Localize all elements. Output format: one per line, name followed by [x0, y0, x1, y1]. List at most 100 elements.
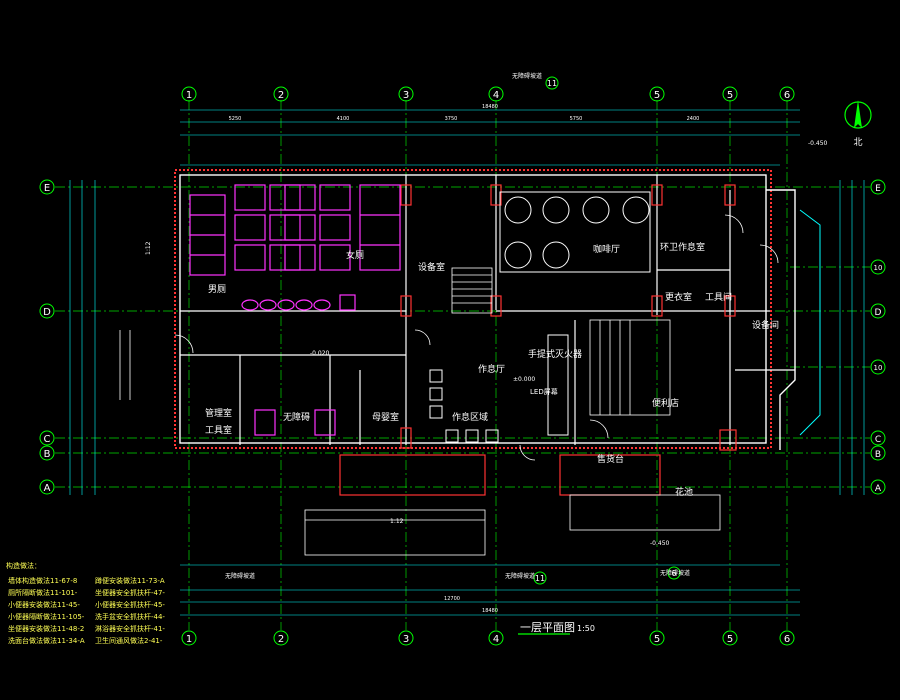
level-mark: ±0.000	[513, 376, 535, 383]
axis-labels-left: E D C B A	[43, 183, 51, 494]
room-label: 男厕	[208, 284, 226, 295]
axis-left-label: C	[44, 434, 51, 445]
note-line: 坐便器安全抓扶杆-47-	[95, 588, 165, 597]
room-label: LED屏幕	[530, 387, 558, 396]
level-mark: -0.020	[310, 350, 330, 357]
lounge-seating	[429, 334, 569, 443]
annotations: 无障碍坡道 无障碍坡道 无障碍坡道 无障碍坡道 ±0.000 -0.450 -0…	[145, 72, 828, 580]
room-label: 作息厅	[478, 363, 505, 375]
note-line: 小便器安全抓扶杆-45-	[95, 600, 165, 609]
note-line: 洗手盆安全抓扶杆-44-	[95, 612, 165, 621]
entry-note: 无障碍坡道	[505, 572, 535, 580]
axis-top-label: 6	[784, 90, 790, 101]
outer-walls	[174, 169, 821, 450]
room-label: 便利店	[652, 397, 679, 409]
axis-top-extra-label: 11	[547, 79, 557, 88]
room-label: 无障碍	[283, 411, 310, 423]
room-label: 作息区域	[452, 411, 488, 423]
dim-total-text: 18480	[482, 608, 498, 614]
entry-note: 无障碍坡道	[512, 72, 542, 80]
dimension-text-top: 5250 4100 3750 5750 2400 18480	[229, 104, 700, 122]
room-label: 咖啡厅	[593, 243, 620, 255]
axis-bottom-label: 5	[727, 634, 733, 645]
axis-right-label: B	[875, 450, 881, 460]
axis-right-label: 10	[874, 264, 883, 272]
axis-bottom-label: 5	[654, 634, 660, 645]
room-labels: 男厕 女厕 设备室 咖啡厅 环卫作息室 更衣室 工具间 设备间 作息厅 作息区域…	[205, 241, 779, 498]
note-line: 卫生间通风做法2-41-	[95, 636, 163, 645]
dim-text: 5250	[229, 116, 242, 122]
level-mark: -0.450	[650, 540, 670, 547]
axis-right-label: 10	[874, 364, 883, 372]
doors	[174, 214, 779, 461]
dimension-lines-side	[69, 180, 865, 495]
construction-notes: 构造做法： 墙体构造做法11-67-8 厕所隔断做法11-101- 小便器安装做…	[6, 561, 165, 645]
axis-left-label: B	[44, 449, 51, 460]
dim-text: 4100	[337, 116, 350, 122]
axis-top-label: 2	[278, 90, 284, 101]
toilet-fixtures	[189, 184, 401, 436]
interior-walls	[180, 175, 795, 445]
axis-labels-bottom: 1 2 3 4 5 5 6 11 6	[186, 569, 790, 645]
note-line: 墙体构造做法11-67-8	[8, 576, 77, 585]
axis-bubbles-bottom	[181, 566, 795, 646]
room-label: 售货台	[597, 453, 624, 465]
stairs	[451, 267, 671, 416]
axis-top-label: 3	[403, 90, 409, 101]
dim-text: 3750	[445, 116, 458, 122]
axis-bottom-label: 3	[403, 634, 409, 645]
north-label: 北	[853, 137, 862, 148]
axis-bottom-label: 4	[493, 634, 499, 645]
room-label: 设备间	[752, 319, 779, 331]
note-line: 厕所隔断做法11-101-	[8, 588, 78, 597]
notes-heading: 构造做法：	[6, 561, 41, 570]
entry-note: 无障碍坡道	[660, 569, 690, 577]
axis-labels-right: E 10 D 10 C B A	[874, 184, 883, 494]
axis-top-label: 5	[654, 90, 660, 101]
axis-bottom-label: 6	[784, 634, 790, 645]
room-label: 女厕	[346, 249, 364, 261]
axis-left-label: D	[43, 307, 51, 318]
room-label: 手提式灭火器	[528, 348, 582, 360]
entry-note: 无障碍坡道	[225, 572, 255, 580]
dimension-text-bottom: 18480 12700	[444, 596, 498, 614]
axis-bottom-extra-label: 6	[671, 569, 676, 578]
room-label: 花池	[675, 486, 693, 498]
axis-right-label: E	[875, 184, 881, 194]
axis-bubbles-right	[870, 179, 886, 495]
axis-top-label: 1	[186, 90, 192, 101]
note-line: 小便器安装做法11-45-	[8, 600, 80, 609]
note-line: 小便器隔断做法11-105-	[8, 612, 85, 621]
dimension-lines-bottom	[180, 564, 800, 616]
ramp-ratio: 1:12	[145, 241, 152, 255]
room-label: 设备室	[418, 261, 445, 273]
title-text: 一层平面图	[520, 621, 575, 634]
drawing-title: 一层平面图 1:50	[518, 621, 595, 635]
note-line: 洗面台做法做法11-34-A	[8, 636, 85, 645]
axis-labels-top: 1 2 3 4 5 5 6 11	[186, 79, 790, 101]
axis-right-label: C	[875, 435, 881, 445]
note-line: 坐便器安装做法11-48-2	[8, 624, 84, 633]
axis-top-label: 5	[727, 90, 733, 101]
axis-bottom-label: 2	[278, 634, 284, 645]
title-scale: 1:50	[577, 624, 595, 633]
room-label: 管理室	[205, 407, 232, 419]
axis-left-label: A	[44, 483, 51, 494]
room-label: 母婴室	[372, 411, 399, 423]
entry-terrace	[119, 330, 721, 556]
room-label: 更衣室	[665, 291, 692, 303]
dim-text: 2400	[687, 116, 700, 122]
room-label: 工具间	[705, 291, 732, 303]
note-line: 蹲便安装做法11-73-A	[95, 576, 165, 585]
axis-bubbles-top	[181, 76, 795, 102]
axis-right-label: D	[875, 308, 882, 318]
note-line: 淋浴器安全抓扶杆-41-	[95, 624, 165, 633]
room-label: 工具室	[205, 424, 232, 436]
axis-left-label: E	[44, 183, 50, 194]
axis-bottom-label: 1	[186, 634, 192, 645]
axis-bottom-extra-label: 11	[535, 574, 545, 583]
dimension-lines-top	[180, 109, 800, 166]
wall-blocks	[339, 184, 737, 496]
